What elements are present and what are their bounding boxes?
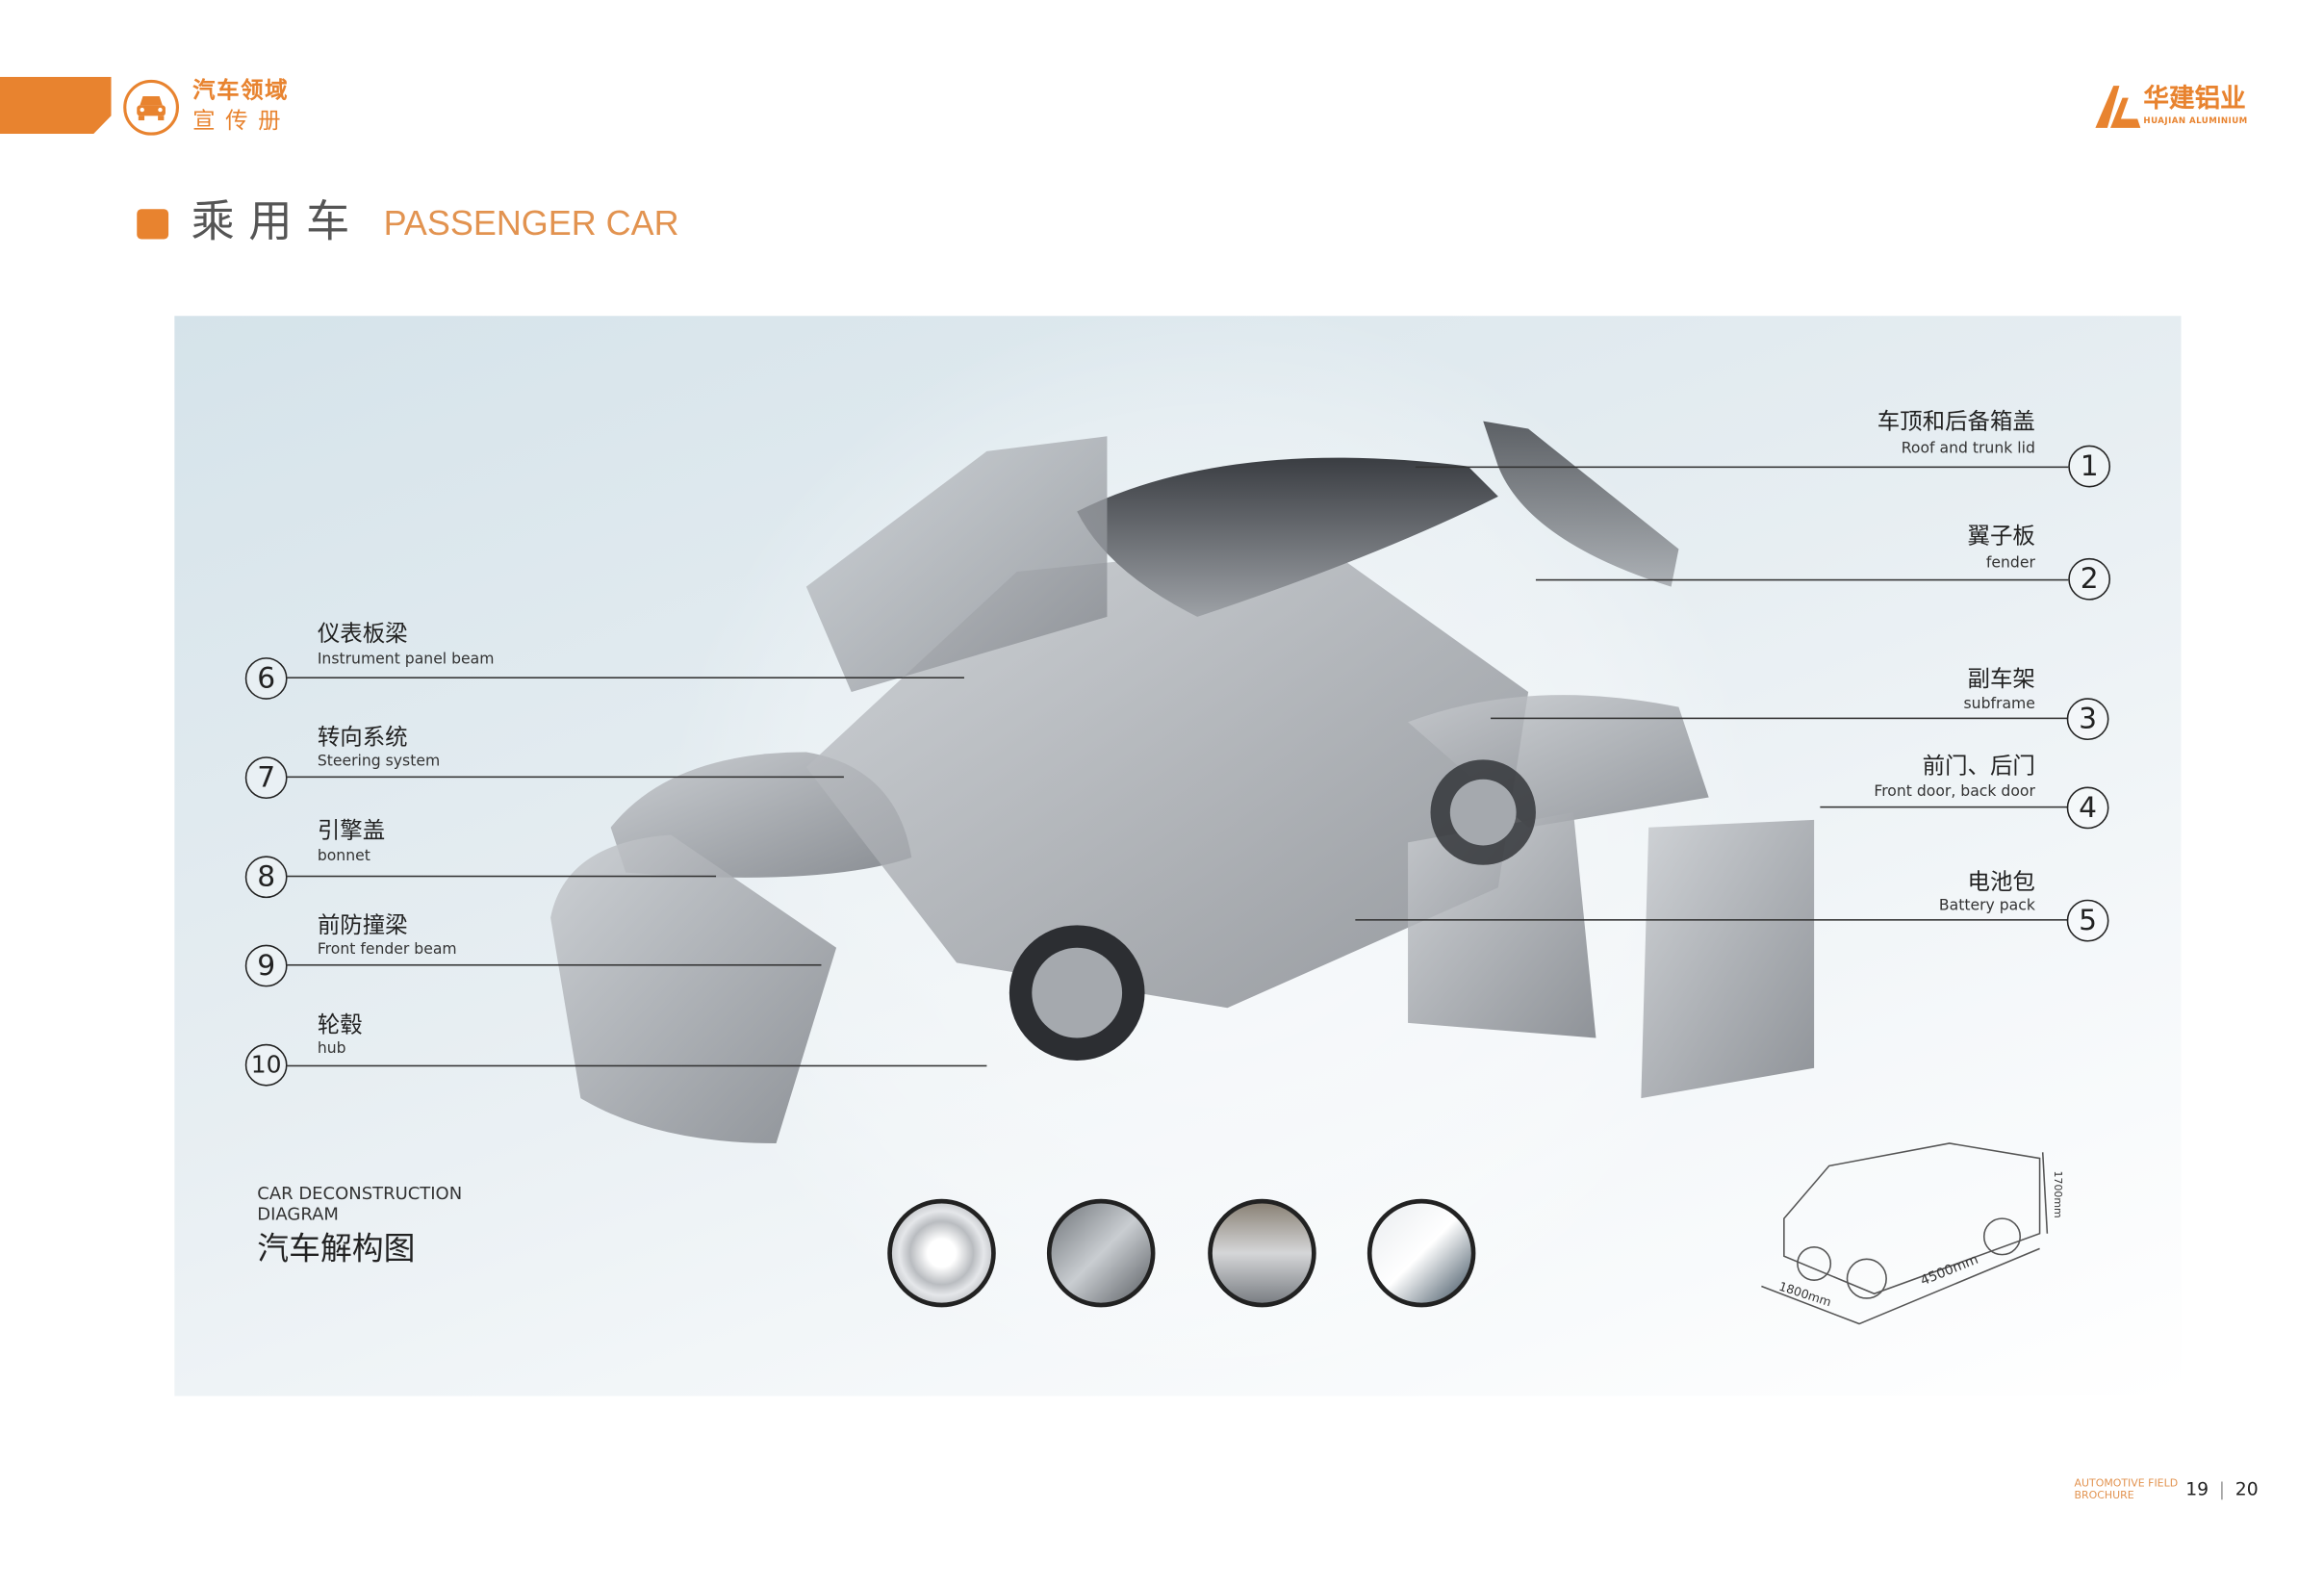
part-10-marker: 10 xyxy=(244,1043,288,1087)
part-3-marker: 3 xyxy=(2066,698,2109,741)
part-4-marker: 4 xyxy=(2066,786,2109,830)
part-6-label-en: Instrument panel beam xyxy=(317,651,495,669)
part-7-label-cn: 转向系统 xyxy=(317,723,408,751)
leader-line-7 xyxy=(287,776,844,779)
part-10-label-en: hub xyxy=(317,1040,346,1058)
part-8-label-cn: 引擎盖 xyxy=(317,816,386,844)
leader-line-1 xyxy=(1415,466,2069,469)
part-3-label-cn: 副车架 xyxy=(1967,664,2035,693)
part-2-label-cn: 翼子板 xyxy=(1967,522,2035,550)
steering-thumbnail xyxy=(1366,1198,1476,1308)
page-divider: | xyxy=(2218,1478,2226,1500)
part-4-label-en: Front door, back door xyxy=(1874,783,2035,801)
part-7-label-en: Steering system xyxy=(317,754,441,771)
huajian-logo-icon xyxy=(2095,86,2141,128)
part-4-label-cn: 前门、后门 xyxy=(1922,752,2035,780)
part-2-marker: 2 xyxy=(2068,557,2111,601)
part-7-marker: 7 xyxy=(244,756,288,800)
diagram-panel: 车顶和后备箱盖 Roof and trunk lid 1 翼子板 fender … xyxy=(174,316,2182,1396)
diagram-caption-en: CAR DECONSTRUCTION DIAGRAM xyxy=(257,1183,462,1225)
part-6-marker: 6 xyxy=(244,657,288,700)
leader-line-9 xyxy=(287,963,822,966)
page-number-right: 20 xyxy=(2235,1478,2259,1500)
frame-thumbnail xyxy=(1208,1198,1316,1308)
footer-brochure-label: AUTOMOTIVE FIELD BROCHURE xyxy=(2075,1477,2179,1501)
part-5-marker: 5 xyxy=(2066,899,2109,942)
part-1-marker: 1 xyxy=(2068,445,2111,488)
part-6-label-cn: 仪表板梁 xyxy=(317,620,408,648)
part-8-label-en: bonnet xyxy=(317,848,370,865)
part-10-label-cn: 轮毂 xyxy=(317,1011,363,1038)
leader-line-2 xyxy=(1535,578,2069,581)
part-5-label-en: Battery pack xyxy=(1938,898,2035,915)
exploded-car-illustration xyxy=(550,421,2049,1325)
section-title-cn: 乘 用 车 xyxy=(191,195,350,247)
logo-text-en: HUAJIAN ALUMINIUM xyxy=(2143,116,2248,127)
part-5-label-cn: 电池包 xyxy=(1967,867,2035,896)
part-1-label-cn: 车顶和后备箱盖 xyxy=(1877,407,2035,435)
logo-text-cn: 华建铝业 xyxy=(2143,84,2246,115)
profile-thumbnail xyxy=(1046,1198,1156,1308)
leader-line-10 xyxy=(287,1064,987,1067)
leader-line-6 xyxy=(287,677,964,678)
leader-line-4 xyxy=(1820,806,2069,808)
leader-line-8 xyxy=(287,875,717,878)
page-number-left: 19 xyxy=(2185,1478,2209,1500)
part-3-label-en: subframe xyxy=(1963,696,2035,713)
dimension-height: 1700mm xyxy=(2051,1170,2064,1218)
part-8-marker: 8 xyxy=(244,856,288,899)
section-title-en: PASSENGER CAR xyxy=(383,203,679,243)
leader-line-5 xyxy=(1355,919,2069,921)
part-9-label-cn: 前防撞梁 xyxy=(317,911,408,939)
part-2-label-en: fender xyxy=(1985,554,2035,572)
footer-line-2: BROCHURE xyxy=(2074,1489,2134,1501)
section-marker xyxy=(137,209,169,240)
header-tab xyxy=(0,76,112,135)
part-1-label-en: Roof and trunk lid xyxy=(1901,440,2035,458)
car-icon xyxy=(123,79,180,136)
part-9-label-en: Front fender beam xyxy=(317,941,457,959)
diagram-caption-cn: 汽车解构图 xyxy=(257,1230,416,1267)
brand-line-2: 宣 传 册 xyxy=(192,106,283,135)
caption-en-line-1: CAR DECONSTRUCTION xyxy=(257,1182,463,1204)
hub-thumbnail xyxy=(887,1198,996,1308)
part-9-marker: 9 xyxy=(244,944,288,987)
caption-en-line-2: DIAGRAM xyxy=(257,1203,339,1225)
footer-line-1: AUTOMOTIVE FIELD xyxy=(2074,1476,2179,1490)
brand-line-1: 汽车领域 xyxy=(192,76,290,104)
leader-line-3 xyxy=(1491,717,2069,720)
page-numbers: 19 | 20 xyxy=(2185,1479,2258,1500)
